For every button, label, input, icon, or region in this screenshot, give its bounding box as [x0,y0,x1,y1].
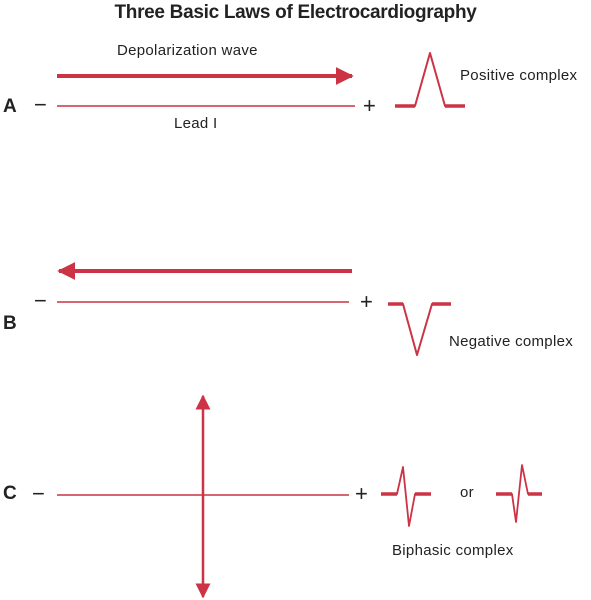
negative-complex-label: Negative complex [449,333,574,350]
lead-i-label: Lead I [174,115,218,132]
panel-label-c: C [3,483,17,504]
negative-pole-c: − [32,481,45,506]
depolarization-wave-label: Depolarization wave [117,42,258,59]
biphasic-complex-waveform-1 [381,466,431,527]
positive-pole-b: + [360,289,373,314]
panel-label-b: B [3,313,17,334]
or-label: or [460,484,474,501]
positive-pole-a: + [363,93,376,118]
positive-pole-c: + [355,481,368,506]
diagram-title: Three Basic Laws of Electrocardiography [114,2,477,23]
positive-complex-label: Positive complex [460,67,578,84]
negative-pole-b: − [34,288,47,313]
panel-label-a: A [3,96,17,117]
negative-complex-waveform [388,303,451,356]
positive-complex-waveform [395,52,465,107]
biphasic-complex-label: Biphasic complex [392,542,514,559]
negative-pole-a: − [34,92,47,117]
